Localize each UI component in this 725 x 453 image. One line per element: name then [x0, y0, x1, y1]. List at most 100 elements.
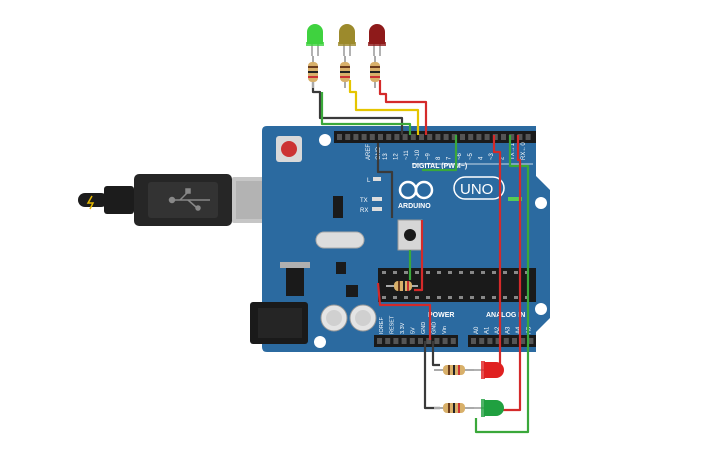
header-slot[interactable]: [451, 134, 457, 140]
analog-header: [468, 335, 536, 347]
header-slot[interactable]: [468, 134, 474, 140]
wire-green[interactable]: [320, 92, 412, 135]
header-slot[interactable]: [434, 338, 440, 344]
resistor[interactable]: [308, 56, 318, 88]
digital-pin-label: 12: [394, 153, 400, 160]
resistor[interactable]: [370, 56, 380, 88]
arduino-logo: [398, 180, 434, 200]
header-slot[interactable]: [402, 134, 408, 140]
digital-pin-label: ~6: [457, 152, 463, 160]
header-slot[interactable]: [450, 338, 456, 344]
header-slot[interactable]: [345, 134, 351, 140]
header-slot[interactable]: [501, 134, 506, 140]
header-slot[interactable]: [492, 134, 498, 140]
mount-hole: [314, 336, 326, 348]
wire-red-button[interactable]: [414, 220, 424, 292]
header-slot[interactable]: [427, 134, 433, 140]
header-slot[interactable]: [394, 134, 400, 140]
header-slot[interactable]: [337, 134, 342, 140]
header-slot[interactable]: [476, 134, 482, 140]
header-slot[interactable]: [418, 338, 423, 344]
header-slot[interactable]: [484, 134, 490, 140]
header-slot[interactable]: [520, 338, 526, 344]
analog-pin-label: A0: [474, 326, 480, 334]
wire-green-led[interactable]: [474, 135, 530, 434]
digital-pin-label: 2: [500, 156, 506, 160]
wire-black-bottom-2[interactable]: [431, 341, 440, 367]
tx-label: TX: [360, 198, 368, 204]
header-slot[interactable]: [435, 134, 441, 140]
header-slot[interactable]: [509, 134, 515, 140]
digital-pin-label: 7: [447, 156, 453, 160]
header-slot[interactable]: [385, 338, 391, 344]
header-slot[interactable]: [443, 134, 449, 140]
digital-pin-label: ~11: [404, 150, 410, 160]
power-pin-label: GND: [421, 322, 427, 334]
resistor[interactable]: [340, 56, 350, 88]
top-red-led[interactable]: [368, 24, 386, 56]
header-slot[interactable]: [361, 134, 367, 140]
header-slot[interactable]: [528, 338, 534, 344]
power-pin-label: Vin: [442, 326, 448, 334]
digital-pin-label: 13: [383, 153, 389, 160]
header-slot[interactable]: [410, 134, 416, 140]
wire-yellow[interactable]: [348, 80, 420, 135]
analog-pin-label: A3: [506, 326, 512, 334]
header-slot[interactable]: [419, 134, 424, 140]
wire-red-pulldown[interactable]: [376, 282, 432, 340]
aref-label: AREF: [366, 144, 372, 160]
header-slot[interactable]: [378, 134, 383, 140]
wire-green-button[interactable]: [422, 135, 458, 172]
crystal: [315, 231, 365, 249]
header-slot[interactable]: [377, 338, 382, 344]
header-slot[interactable]: [409, 338, 415, 344]
tx-led: [372, 197, 382, 201]
pushbutton[interactable]: [397, 219, 423, 251]
header-slot[interactable]: [487, 338, 493, 344]
reset-button[interactable]: [281, 141, 297, 157]
top-green-led[interactable]: [306, 24, 324, 56]
power-pin-label: GND: [432, 322, 438, 334]
usb-icon: [168, 188, 210, 211]
header-slot[interactable]: [479, 338, 485, 344]
digital-pin-label: TX→1: [510, 142, 516, 160]
pulldown-resistor[interactable]: [386, 281, 418, 291]
model-label: UNO: [460, 181, 493, 198]
header-slot[interactable]: [393, 338, 399, 344]
header-slot[interactable]: [386, 134, 392, 140]
header-slot[interactable]: [442, 338, 448, 344]
power-pin-label: 3.3V: [400, 322, 406, 334]
analog-pin-label: A1: [485, 326, 491, 334]
header-slot[interactable]: [353, 134, 359, 140]
digital-pin-label: ~9: [425, 152, 431, 160]
resistor[interactable]: [434, 403, 474, 413]
brand-label: ARDUINO: [398, 203, 431, 210]
wire-black-button[interactable]: [376, 143, 394, 218]
analog-pin-label: A5: [527, 326, 533, 334]
header-slot[interactable]: [517, 134, 523, 140]
analog-label: ANALOG IN: [486, 312, 525, 319]
header-slot[interactable]: [495, 338, 501, 344]
top-yellow-led[interactable]: [338, 24, 356, 56]
header-slot[interactable]: [460, 134, 465, 140]
header-slot[interactable]: [369, 134, 375, 140]
header-slot[interactable]: [512, 338, 517, 344]
wire-red-led-2[interactable]: [500, 135, 522, 412]
header-slot[interactable]: [401, 338, 407, 344]
header-slot[interactable]: [503, 338, 509, 344]
power-pin-label: 5V: [411, 327, 417, 334]
digital-pin-label: RX←0: [521, 142, 527, 160]
small-chip-2: [336, 262, 346, 274]
bottom-red-led[interactable]: [474, 361, 504, 379]
wire-red[interactable]: [378, 80, 428, 135]
header-slot[interactable]: [471, 338, 476, 344]
usb-cable[interactable]: [78, 174, 280, 226]
analog-pin-label: A2: [495, 326, 501, 334]
resistor[interactable]: [434, 365, 474, 375]
power-label: POWER: [428, 312, 454, 319]
header-slot[interactable]: [525, 134, 531, 140]
digital-pin-label: ~10: [415, 149, 421, 160]
bottom-green-led[interactable]: [474, 399, 504, 417]
header-slot[interactable]: [426, 338, 432, 344]
